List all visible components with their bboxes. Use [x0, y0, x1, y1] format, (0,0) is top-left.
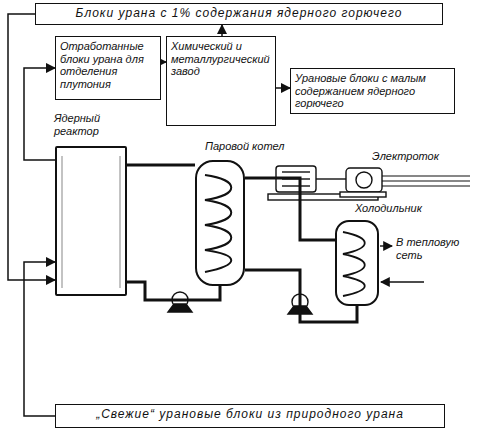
vessel-heading: Ядерный реактор	[54, 112, 130, 137]
flow-arrow	[221, 25, 223, 36]
heat-in-arrow	[381, 281, 424, 282]
generator	[340, 168, 386, 197]
flow-arrow	[24, 68, 55, 160]
power-lines	[382, 176, 470, 186]
pipe	[245, 270, 357, 322]
flow-arrow	[276, 87, 290, 89]
flow-band: „Свежие“ урановые блоки из природного ур…	[55, 404, 445, 428]
plant-box: Химический и металлургический завод	[166, 36, 276, 126]
vessel-heading: Паровой котел	[205, 140, 287, 153]
box-text: Урановые блоки с малым содержанием ядерн…	[295, 72, 450, 110]
vessel-outline	[195, 160, 245, 286]
process-box: Урановые блоки с малым содержанием ядерн…	[290, 68, 455, 114]
boiler-vessel: Паровой котел	[193, 140, 287, 288]
flow-arrow	[8, 14, 55, 280]
box-text: Химический и металлургический завод	[171, 40, 271, 78]
box-text: Блоки урана с 1% содержания ядерного гор…	[44, 7, 434, 21]
output-label: В тепловую сеть	[396, 236, 476, 261]
box-text: Отработанные блоки урана для отделения п…	[60, 40, 156, 91]
vessel-outline	[55, 146, 127, 296]
vessel-outline	[335, 220, 379, 306]
box-text: „Свежие“ урановые блоки из природного ур…	[64, 408, 436, 422]
vessel-heading: Холодильник	[355, 202, 427, 215]
pipe	[245, 178, 335, 240]
flow-band: Блоки урана с 1% содержания ядерного гор…	[35, 3, 443, 25]
process-box: Отработанные блоки урана для отделения п…	[55, 36, 161, 100]
pipe	[127, 164, 195, 167]
reactor-core	[62, 156, 120, 288]
boiler-coil	[205, 175, 231, 272]
pump	[168, 292, 192, 312]
flow-arrow	[24, 262, 55, 416]
heat-out-arrow	[380, 245, 392, 246]
reactor-vessel: Ядерный реактор	[52, 112, 132, 298]
condenser-coil	[343, 232, 365, 296]
output-label: Электроток	[372, 150, 439, 163]
